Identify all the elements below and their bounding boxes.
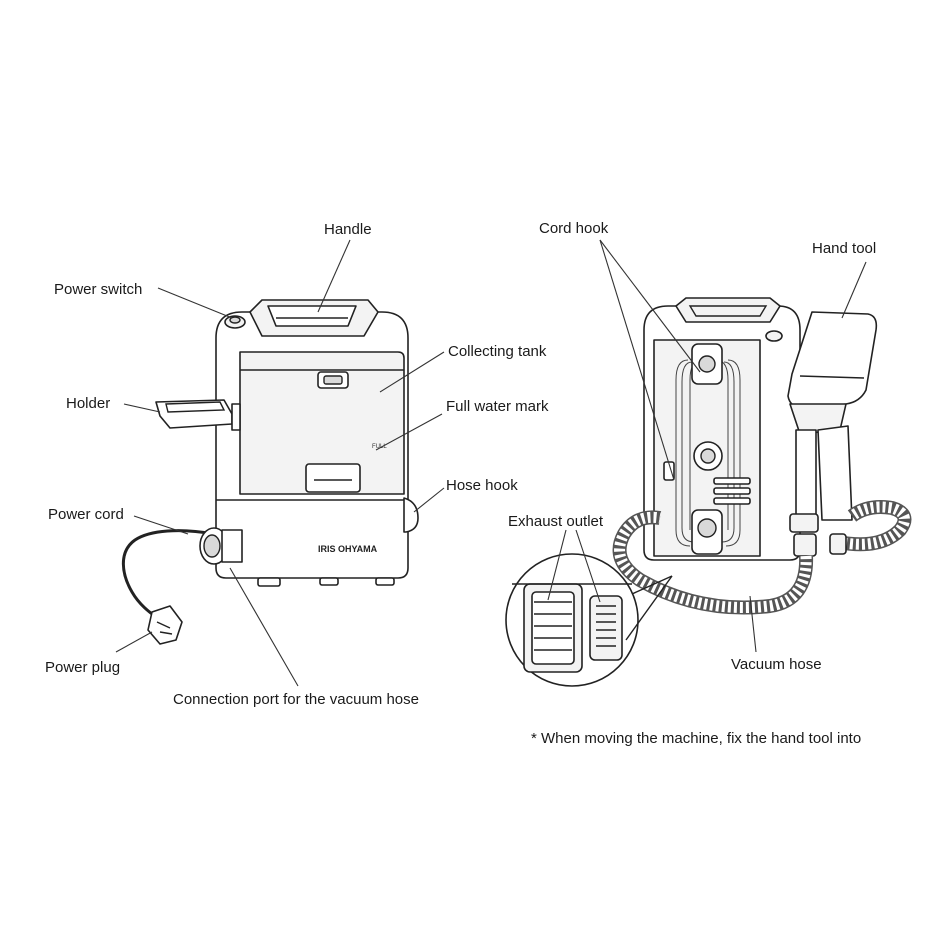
collecting-tank: FULL xyxy=(239,351,405,495)
brand-logo: IRIS OHYAMA xyxy=(318,544,378,554)
handle-icon xyxy=(249,299,379,337)
leader-lines-left xyxy=(115,239,445,687)
label-connection-port: Connection port for the vacuum hose xyxy=(173,691,419,708)
label-power-cord: Power cord xyxy=(48,506,124,523)
label-full-water-mark: Full water mark xyxy=(446,398,549,415)
label-cord-hook: Cord hook xyxy=(539,220,609,237)
label-hose-hook: Hose hook xyxy=(446,477,518,494)
label-vacuum-hose: Vacuum hose xyxy=(731,656,822,673)
connection-port-icon xyxy=(199,527,243,565)
power-plug-icon xyxy=(147,605,183,645)
label-handle: Handle xyxy=(324,221,372,238)
leader-lines-right xyxy=(547,239,867,653)
exhaust-vents xyxy=(713,477,751,505)
rear-view-machine xyxy=(505,297,912,687)
hose-hook-icon xyxy=(403,497,419,533)
exhaust-detail-callout xyxy=(505,553,673,687)
cord-hook-bottom-icon xyxy=(691,509,723,555)
holder-icon xyxy=(155,399,241,431)
power-cord xyxy=(121,529,215,622)
vacuum-hose xyxy=(612,500,912,615)
label-power-plug: Power plug xyxy=(45,659,121,676)
label-holder: Holder xyxy=(66,395,111,412)
label-hand-tool: Hand tool xyxy=(812,240,877,257)
label-power-switch: Power switch xyxy=(54,281,143,298)
hand-tool-icon xyxy=(787,311,878,557)
front-view-machine: FULL IRIS OHYAMA xyxy=(121,299,419,645)
footnote: * When moving the machine, fix the hand … xyxy=(531,730,862,747)
cord-hook-top-icon xyxy=(691,343,723,385)
svg-text:FULL: FULL xyxy=(372,444,387,450)
power-switch-icon xyxy=(224,315,246,329)
label-collecting-tank: Collecting tank xyxy=(448,343,547,360)
label-exhaust-outlet: Exhaust outlet xyxy=(508,513,604,530)
